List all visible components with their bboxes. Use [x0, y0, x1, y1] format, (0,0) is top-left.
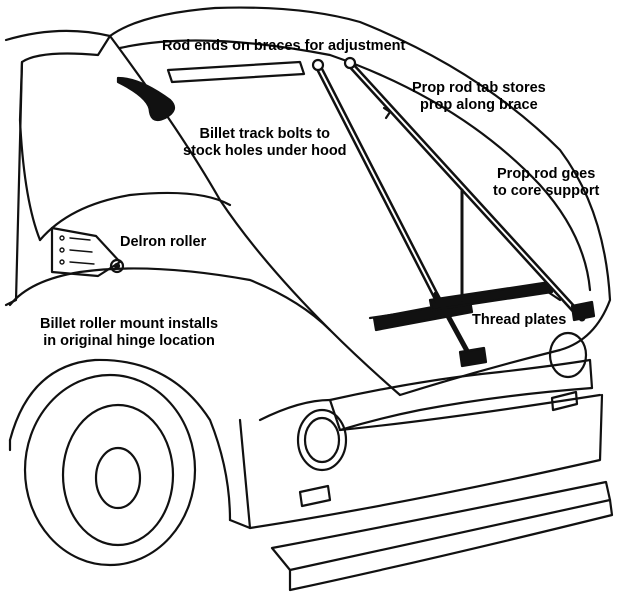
fender-lower	[8, 438, 252, 530]
thread-plate-left	[458, 346, 488, 368]
front-panel	[238, 393, 604, 530]
tire-sidewall	[61, 403, 175, 547]
front-tire	[23, 373, 197, 567]
grille-bar	[328, 358, 594, 432]
roller-mount-holes	[59, 235, 95, 265]
left-headlight-rim	[303, 416, 341, 464]
thread-plate-right	[570, 300, 596, 322]
wheel-hub	[94, 446, 142, 510]
right-headlight	[548, 331, 588, 379]
left-parking-light	[298, 484, 332, 508]
left-headlight	[296, 408, 348, 472]
cowl-line	[38, 191, 232, 242]
fender-arch	[8, 358, 232, 522]
callout-prop-tab-line2: prop along brace	[420, 97, 538, 113]
right-parking-light	[550, 390, 579, 412]
left-brace-inner	[317, 65, 439, 301]
hood-crease	[166, 60, 306, 84]
callout-thread-plates-text: Thread plates	[472, 312, 567, 328]
hood-inner-panel	[118, 39, 592, 292]
callout-billet-mount-line2: in original hinge location	[43, 333, 215, 349]
prop-rod	[433, 291, 475, 363]
hood-slot	[116, 76, 176, 122]
callout-rod-ends-text: Rod ends on braces for adjustment	[162, 38, 406, 54]
hood-outline	[108, 6, 612, 397]
callout-rod-ends: Rod ends on braces for adjustment	[162, 38, 405, 55]
callout-prop-rod-line2: to core support	[493, 183, 600, 199]
callout-billet-mount: Billet roller mount installs in original…	[40, 316, 218, 350]
roller-mount-plate	[50, 226, 122, 278]
callout-prop-rod-line1: Prop rod goes	[497, 166, 596, 182]
delron-roller-axle	[113, 262, 121, 270]
cross-rail	[428, 280, 554, 312]
callout-prop-tab: Prop rod tab stores prop along brace	[412, 80, 546, 114]
callout-thread-plates: Thread plates	[472, 312, 566, 329]
callout-billet-mount-line1: Billet roller mount installs	[40, 316, 219, 332]
fender-top	[8, 267, 332, 332]
callout-prop-rod: Prop rod goes to core support	[493, 166, 599, 200]
rod-end-left	[311, 58, 325, 72]
bumper-face	[288, 498, 614, 592]
callout-prop-tab-line1: Prop rod tab stores	[412, 80, 546, 96]
callout-billet-track: Billet track bolts to stock holes under …	[183, 126, 347, 160]
cab-pillar	[18, 60, 42, 242]
callout-delron-text: Delron roller	[120, 234, 207, 250]
callout-billet-track-line1: Billet track bolts to	[199, 126, 331, 142]
delron-roller	[109, 258, 125, 274]
right-brace-inner	[349, 63, 583, 319]
callout-delron: Delron roller	[120, 234, 206, 251]
grille-shell	[258, 393, 602, 432]
windshield-outline	[4, 29, 112, 307]
prop-rod-tab	[382, 106, 392, 120]
rod-end-right	[343, 56, 357, 70]
callout-billet-track-line2: stock holes under hood	[183, 143, 347, 159]
